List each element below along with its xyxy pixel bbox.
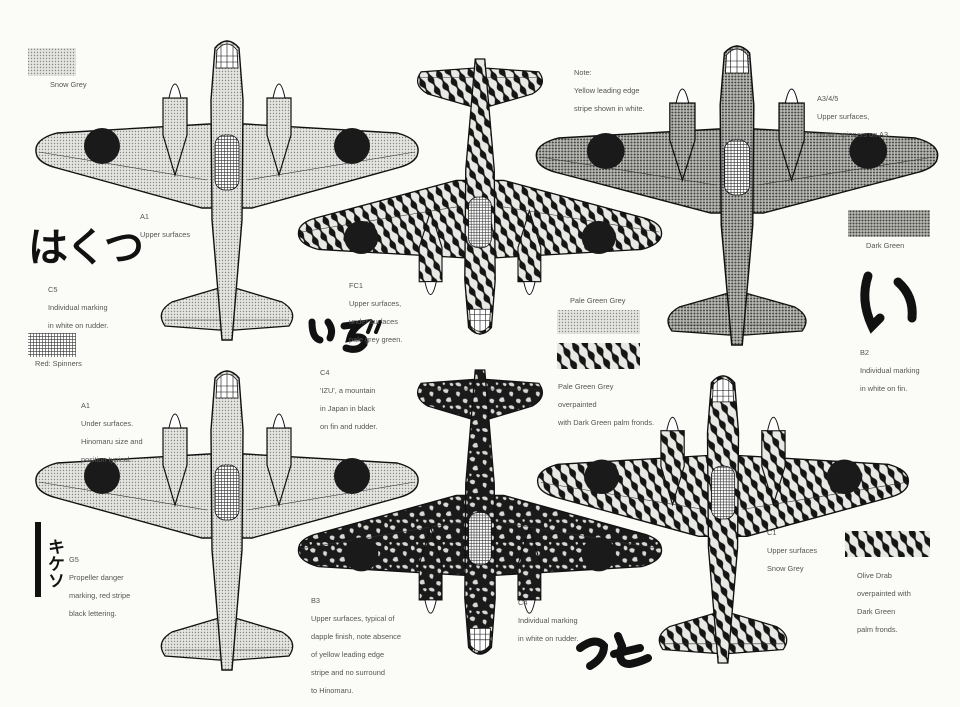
caption-line: overpainted xyxy=(558,400,597,409)
caption-line: Dark Green xyxy=(857,607,896,616)
caption-line: C4 xyxy=(518,598,528,607)
caption-line: B2 xyxy=(860,348,870,357)
caption-line: palm fronds. xyxy=(857,625,898,634)
caption-line: marking, red stripe xyxy=(69,591,131,600)
marking-c5-hakutsu: はくつ xyxy=(28,225,144,271)
caption-line: in white on rudder. xyxy=(48,321,109,330)
pale-green-grey-label: Pale Green Grey xyxy=(570,296,626,305)
caption-line: overpainted with xyxy=(857,589,911,598)
caption-line: A3/4/5 xyxy=(817,94,839,103)
marking-c4-tsuto xyxy=(576,632,652,670)
caption-line: dapple finish, note absence xyxy=(311,632,401,641)
snow-grey-swatch xyxy=(28,48,76,76)
caption-line: Upper surfaces, typical of xyxy=(311,614,395,623)
caption-line: Upper surfaces, xyxy=(349,299,402,308)
olive-drab-palm-label: Olive Drab overpainted with Dark Green p… xyxy=(857,562,911,643)
caption-a1-under: A1 Under surfaces. Hinomaru size and pos… xyxy=(81,392,143,473)
caption-line: to Hinomaru. xyxy=(311,686,354,695)
snow-grey-label: Snow Grey xyxy=(50,80,87,89)
dark-green-swatch xyxy=(848,210,930,237)
caption-c4-marking: C4 Individual marking in white on rudder… xyxy=(518,589,578,652)
caption-line: C4 xyxy=(320,368,330,377)
olive-drab-palm-swatch xyxy=(845,531,930,557)
caption-line: Under surfaces. xyxy=(81,419,134,428)
caption-line: under surfaces xyxy=(349,317,398,326)
caption-line: Yellow leading edge xyxy=(574,86,640,95)
red-spinners-swatch xyxy=(28,333,76,357)
caption-line: Propeller danger xyxy=(69,573,124,582)
caption-line: Individual marking xyxy=(860,366,920,375)
caption-line: position typical. xyxy=(81,455,132,464)
caption-b3: B3 Upper surfaces, typical of dapple fin… xyxy=(311,587,401,704)
caption-fc1: FC1 Upper surfaces, under surfaces pale … xyxy=(349,272,402,353)
caption-line: A1 xyxy=(140,212,150,221)
caption-a1-upper: A1 Upper surfaces xyxy=(140,203,190,248)
caption-line: black lettering. xyxy=(69,609,117,618)
caption-line: Individual marking xyxy=(48,303,108,312)
marking-c4-izu xyxy=(308,318,382,353)
caption-line: Pale Green Grey xyxy=(558,382,614,391)
caption-line: stripe shown in white. xyxy=(574,104,645,113)
caption-line: stripe and no surround xyxy=(311,668,385,677)
caption-line: C1 xyxy=(767,528,777,537)
pale-green-grey-palm-label: Pale Green Grey overpainted with Dark Gr… xyxy=(558,373,654,436)
caption-c5: C5 Individual marking in white on rudder… xyxy=(48,276,108,339)
caption-line: Olive Drab xyxy=(857,571,892,580)
caption-line: on fin and rudder. xyxy=(320,422,378,431)
caption-line: Individual marking xyxy=(518,616,578,625)
caption-line: B3 xyxy=(311,596,321,605)
caption-b2: B2 Individual marking in white on fin. xyxy=(860,339,920,402)
caption-line: Upper surfaces xyxy=(767,546,818,555)
caption-line: FC1 xyxy=(349,281,363,290)
caption-line: Note: xyxy=(574,68,592,77)
propeller-danger-stripe xyxy=(35,522,41,597)
caption-line: 'IZU', a mountain xyxy=(320,386,376,395)
caption-line: brown spinners on A3. xyxy=(817,130,891,139)
caption-line: Hinomaru size and xyxy=(81,437,143,446)
marking-g5-kikeso: キケソ xyxy=(44,538,64,589)
caption-line: Upper surfaces xyxy=(140,230,191,239)
caption-line: C5 xyxy=(48,285,58,294)
caption-line: pale grey green. xyxy=(349,335,403,344)
caption-c4-izu: C4 'IZU', a mountain in Japan in black o… xyxy=(320,359,378,440)
caption-g5: G5 Propeller danger marking, red stripe … xyxy=(69,546,130,627)
pale-green-grey-swatch xyxy=(557,310,640,334)
red-spinners-label: Red: Spinners xyxy=(35,359,82,368)
caption-line: A1 xyxy=(81,401,91,410)
dark-green-label: Dark Green xyxy=(866,241,905,250)
caption-line: with Dark Green palm fronds. xyxy=(558,418,655,427)
caption-line: in white on rudder. xyxy=(518,634,579,643)
pale-green-grey-palm-swatch xyxy=(557,343,640,369)
caption-line: Upper surfaces, xyxy=(817,112,870,121)
caption-line: in Japan in black xyxy=(320,404,376,413)
caption-line: of yellow leading edge xyxy=(311,650,385,659)
caption-c1: C1 Upper surfaces Snow Grey xyxy=(767,519,817,582)
caption-line: G5 xyxy=(69,555,79,564)
marking-b2-i xyxy=(860,271,917,334)
caption-line: in white on fin. xyxy=(860,384,908,393)
caption-note: Note: Yellow leading edge stripe shown i… xyxy=(574,59,645,122)
caption-a345: A3/4/5 Upper surfaces, brown spinners on… xyxy=(817,85,890,148)
caption-line: Snow Grey xyxy=(767,564,804,573)
